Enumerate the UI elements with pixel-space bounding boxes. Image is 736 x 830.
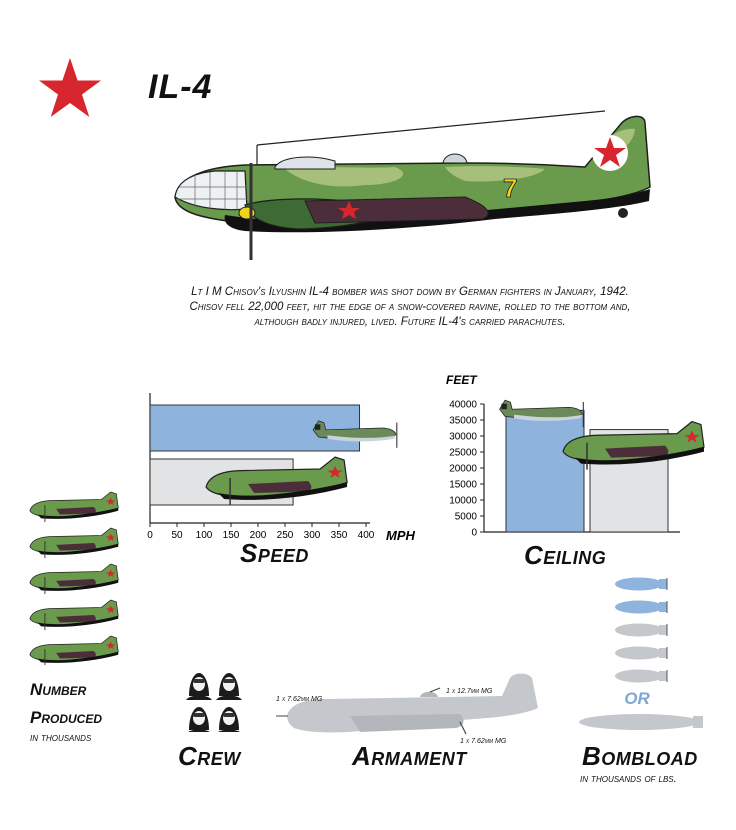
- bomb-icon: [615, 646, 668, 660]
- number-produced-title-2: Produced: [30, 708, 103, 727]
- page-title: IL-4: [148, 68, 213, 106]
- bombload-pictogram: OR: [579, 577, 703, 730]
- y-tick-label: 20000: [449, 464, 477, 475]
- y-tick-label: 10000: [449, 496, 477, 507]
- fighter-icon: [312, 420, 398, 448]
- ceiling-chart: FEET 0 5000 10000 15000 20000 25000 30000 35000 4…: [446, 373, 705, 539]
- mg-dorsal-label: 1 x 12.7mm MG: [446, 688, 493, 695]
- torpedo-icon: [579, 714, 703, 730]
- ceiling-bar: [505, 409, 585, 533]
- y-tick-label: 15000: [449, 480, 477, 491]
- x-tick-label: 150: [223, 530, 240, 540]
- red-star-icon: [39, 58, 101, 117]
- crew-member-icon: [218, 707, 240, 732]
- y-tick-label: 5000: [455, 512, 478, 523]
- bomber-icon: [29, 635, 119, 665]
- mg-nose-label: 1 x 7.62mm MG: [276, 696, 323, 703]
- armament-silhouette: [276, 673, 538, 735]
- y-tick-label: 30000: [449, 432, 477, 443]
- bomb-icon: [615, 623, 668, 637]
- crew-pictogram: [186, 673, 242, 732]
- y-tick-label: 25000: [449, 448, 477, 459]
- y-axis-label: FEET: [446, 373, 478, 387]
- crew-member-icon: [188, 707, 210, 732]
- caption-line-3: although badly injured, lived. Future IL…: [254, 316, 566, 328]
- bomber-icon: [29, 491, 119, 523]
- number-produced-pictogram: [29, 491, 119, 665]
- bombload-subtitle: in thousands of lbs.: [580, 773, 677, 785]
- x-tick-label: 250: [277, 530, 294, 540]
- fighter-icon: [499, 399, 584, 428]
- bomber-icon: [562, 420, 705, 470]
- x-tick-label: 200: [250, 530, 267, 540]
- crew-title: Crew: [178, 741, 241, 771]
- bomber-icon: [205, 456, 348, 505]
- bomber-icon: [29, 527, 119, 559]
- bomb-icon: [615, 577, 668, 591]
- speed-chart-title: Speed: [240, 538, 309, 568]
- bomb-icon: [615, 600, 668, 614]
- x-tick-label: 350: [331, 530, 348, 540]
- number-produced-label: Number Produced in thousands: [30, 676, 160, 744]
- caption-line-1: Lt I M Chisov's Ilyushin IL-4 bomber was…: [191, 286, 629, 298]
- x-tick-label: 0: [147, 530, 153, 540]
- crew-member-icon: [216, 673, 242, 700]
- il4-bomber-illustration: 7: [174, 110, 651, 260]
- y-tick-label: 35000: [449, 416, 477, 427]
- y-tick-label: 0: [471, 528, 477, 539]
- armament-title: Armament: [352, 741, 467, 771]
- ceiling-chart-title: Ceiling: [524, 540, 607, 570]
- x-tick-label: 400: [358, 530, 375, 540]
- speed-bar: [149, 404, 361, 452]
- x-axis-label: MPH: [386, 528, 416, 540]
- mg-ventral-label: 1 x 7.62mm MG: [460, 738, 507, 745]
- tail-number: 7: [503, 173, 517, 203]
- number-produced-title: Number: [30, 680, 87, 699]
- caption-line-2: Chisov fell 22,000 feet, hit the edge of…: [189, 301, 631, 313]
- number-produced-subtitle: in thousands: [30, 732, 92, 744]
- crew-member-icon: [186, 673, 212, 700]
- y-tick-label: 40000: [449, 400, 477, 411]
- or-label: OR: [624, 689, 650, 708]
- x-tick-label: 100: [196, 530, 213, 540]
- x-tick-label: 300: [304, 530, 321, 540]
- x-tick-label: 50: [171, 530, 183, 540]
- bombload-title: Bombload: [582, 741, 698, 771]
- bomb-icon: [615, 669, 668, 683]
- bomber-icon: [29, 563, 119, 595]
- bomber-icon: [29, 599, 119, 631]
- caption: Lt I M Chisov's Ilyushin IL-4 bomber was…: [140, 285, 680, 330]
- speed-chart: 0 50 100 150 200 250 300 350 400 MPH: [147, 393, 416, 540]
